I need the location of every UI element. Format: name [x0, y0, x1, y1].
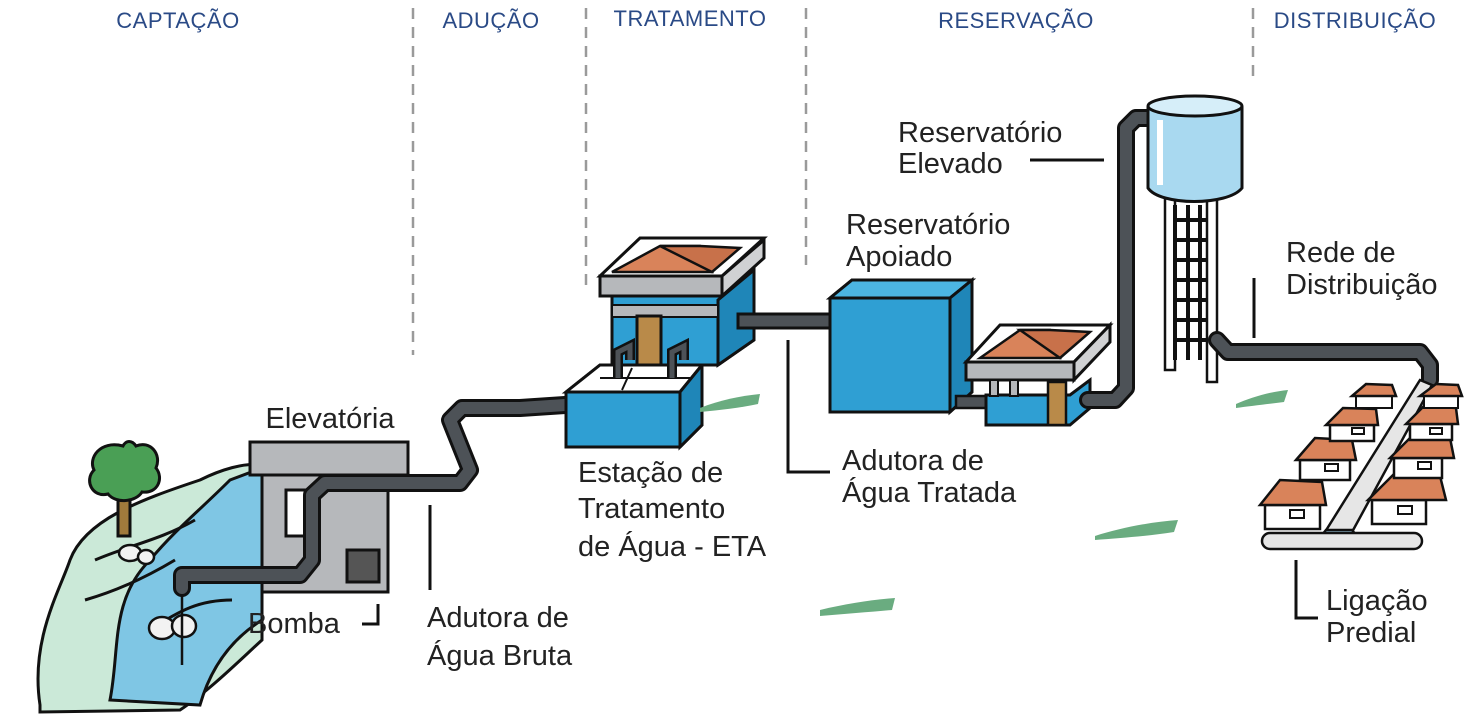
- label-ligacao-2: Predial: [1326, 617, 1416, 649]
- house-icon: [1293, 436, 1358, 482]
- stage-captacao: CAPTAÇÃO: [116, 8, 239, 33]
- label-adutora-tratada-1: Adutora de: [842, 445, 984, 477]
- ground-reservoir: [825, 276, 977, 416]
- label-reservatorio-apoiado-1: Reservatório: [846, 209, 1010, 241]
- house-icon: [1322, 406, 1380, 443]
- label-reservatorio-elevado-2: Elevado: [898, 148, 1003, 180]
- leader-lines: [362, 158, 1318, 626]
- eta-upper-building: [596, 236, 768, 378]
- house-icon: [1416, 382, 1464, 409]
- label-rede-2: Distribuição: [1286, 269, 1438, 301]
- label-eta-1: Estação de: [578, 457, 723, 489]
- label-reservatorio-elevado-1: Reservatório: [898, 117, 1062, 149]
- label-eta-2: Tratamento: [578, 493, 725, 525]
- pump-house: [954, 321, 1114, 427]
- house-icon: [1257, 478, 1328, 531]
- label-adutora-bruta-2: Água Bruta: [427, 639, 573, 672]
- stage-distribuicao: DISTRIBUIÇÃO: [1274, 8, 1436, 33]
- elevated-feed-pipe: [1079, 109, 1159, 409]
- stage-aducao: ADUÇÃO: [442, 8, 539, 33]
- stage-dividers: [411, 8, 1255, 355]
- raw-water-pipe: [173, 396, 574, 597]
- stage-tratamento: TRATAMENTO: [614, 6, 767, 31]
- rocks-icon: [117, 543, 198, 641]
- label-bomba: Bomba: [248, 608, 341, 640]
- stage-reservacao: RESERVAÇÃO: [938, 8, 1094, 33]
- label-adutora-bruta-1: Adutora de: [427, 602, 569, 634]
- label-elevatoria: Elevatória: [266, 403, 396, 435]
- label-ligacao-1: Ligação: [1326, 585, 1428, 617]
- neighborhood: [1257, 378, 1464, 551]
- label-rede-1: Rede de: [1286, 237, 1396, 269]
- treated-water-pipe: [736, 312, 834, 330]
- label-adutora-tratada-2: Água Tratada: [842, 476, 1017, 509]
- distribution-pipe: [1208, 331, 1439, 389]
- eta-lower-tank: [561, 360, 706, 451]
- label-reservatorio-apoiado-2: Apoiado: [846, 241, 952, 273]
- water-tower: [1146, 94, 1244, 384]
- grass-patches: [700, 390, 1288, 616]
- label-eta-3: de Água - ETA: [578, 530, 767, 563]
- house-icon: [1348, 382, 1398, 409]
- tree-icon: [88, 440, 161, 538]
- river: [36, 462, 264, 714]
